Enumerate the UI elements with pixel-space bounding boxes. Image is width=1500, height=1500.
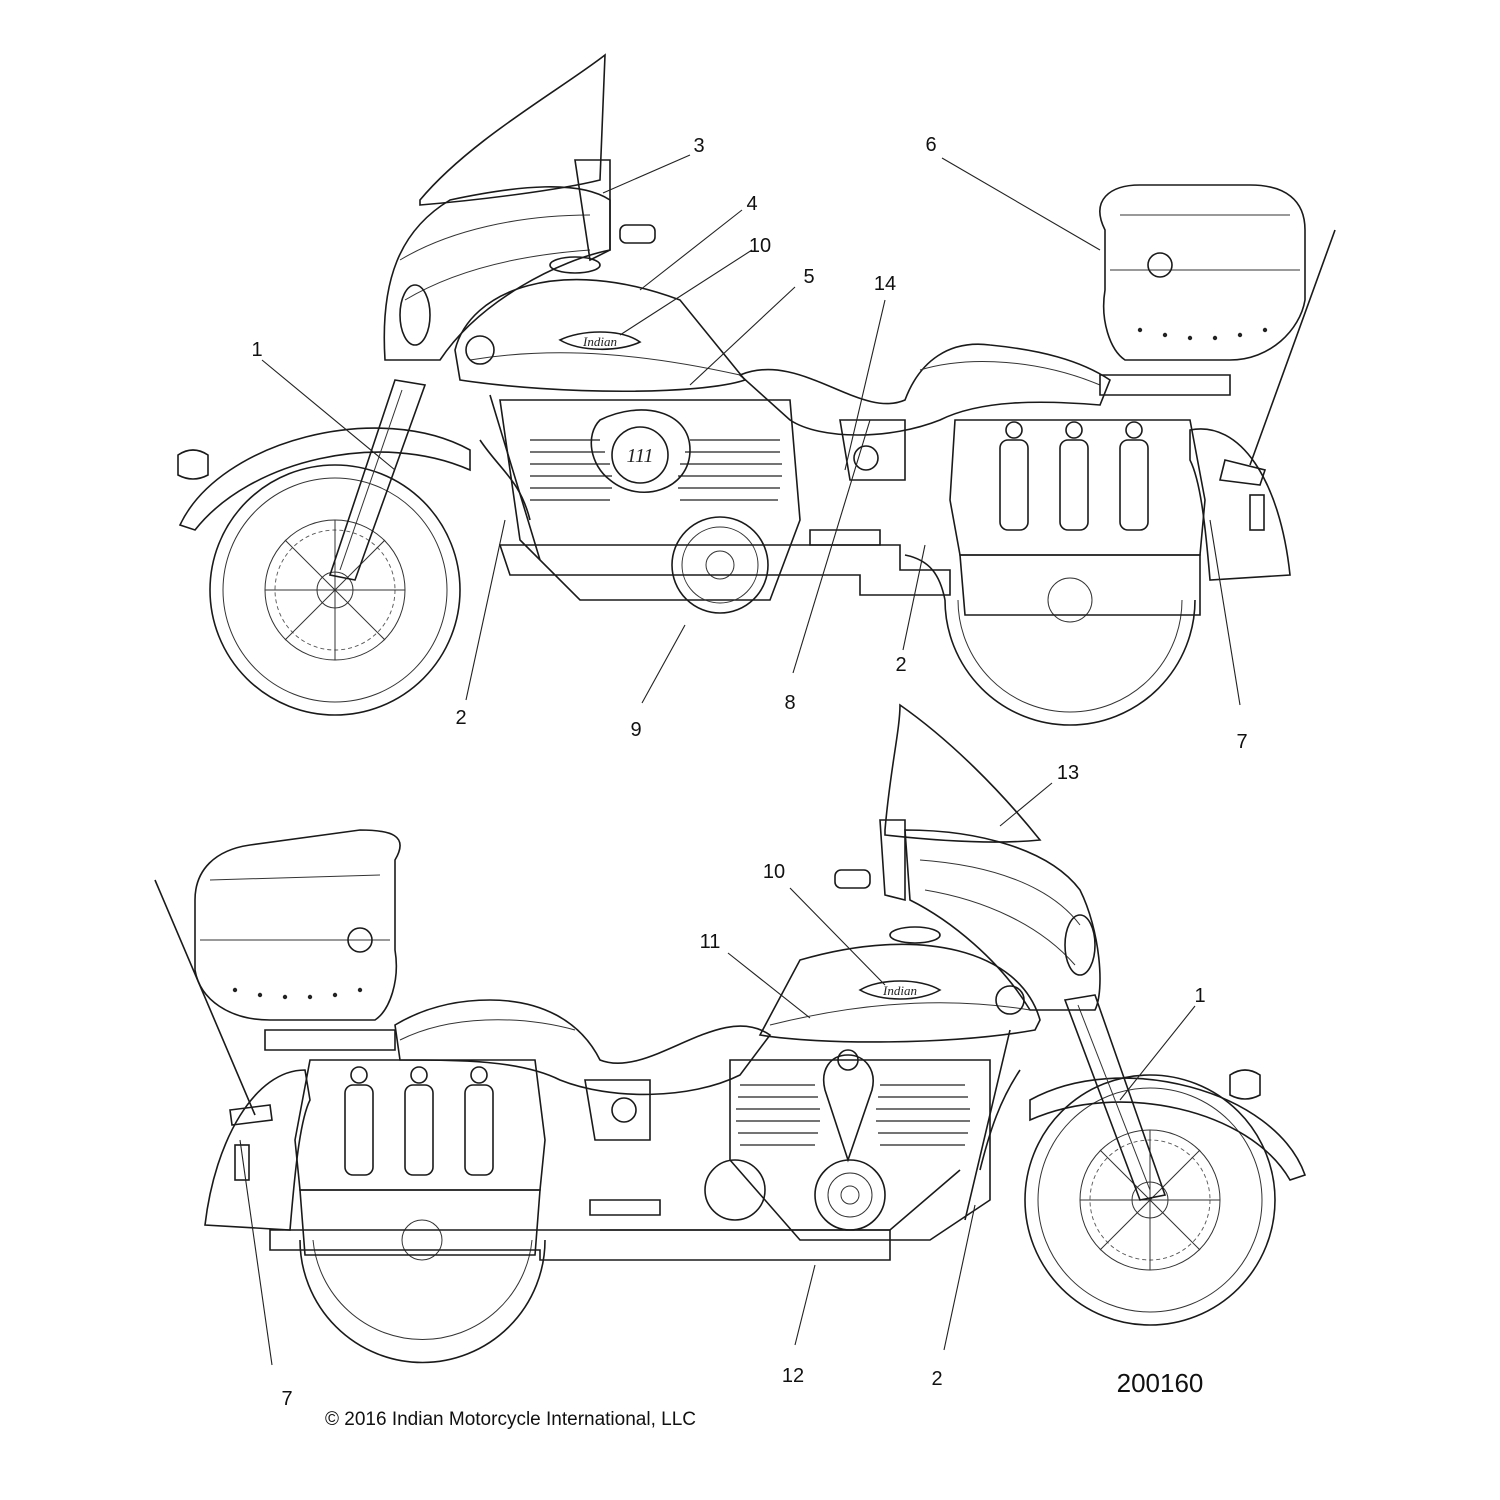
callout-bottom-10: 10 bbox=[763, 861, 785, 883]
bottom-fuel-tank bbox=[758, 943, 1041, 1043]
bottom-tank-logo-text: Indian bbox=[882, 983, 917, 998]
callout-bottom-11: 11 bbox=[700, 931, 721, 953]
callout-top-6: 6 bbox=[925, 134, 936, 156]
bottom-saddlebag bbox=[294, 1059, 546, 1256]
callout-bottom-1: 1 bbox=[1194, 985, 1205, 1007]
callout-top-14: 14 bbox=[874, 273, 896, 295]
top-motorcycle: Indian 111 bbox=[177, 53, 1336, 726]
copyright-text: © 2016 Indian Motorcycle International, … bbox=[325, 1409, 696, 1430]
callout-bottom-12: 12 bbox=[782, 1365, 804, 1387]
callout-top-2a: 2 bbox=[455, 707, 466, 729]
top-rear-fender bbox=[1189, 428, 1291, 581]
bottom-seat bbox=[394, 999, 772, 1096]
callout-top-1: 1 bbox=[251, 339, 262, 361]
top-front-fork bbox=[328, 379, 427, 581]
callout-top-10: 10 bbox=[749, 235, 771, 257]
top-rear-wheel bbox=[944, 577, 1196, 726]
top-exhaust bbox=[498, 544, 951, 596]
bottom-motorcycle: Indian bbox=[154, 703, 1307, 1364]
callout-top-3: 3 bbox=[693, 135, 704, 157]
callout-top-2b: 2 bbox=[895, 654, 906, 676]
top-tank-logo: Indian bbox=[558, 331, 642, 351]
top-front-wheel bbox=[209, 464, 461, 716]
bottom-trunk bbox=[194, 829, 401, 1021]
top-fairing bbox=[383, 186, 611, 361]
callout-top-4: 4 bbox=[746, 193, 757, 215]
top-seat bbox=[738, 343, 1111, 436]
top-saddlebag bbox=[949, 419, 1206, 616]
bottom-tank-logo: Indian bbox=[858, 980, 942, 1000]
bottom-front-wheel bbox=[1024, 1074, 1276, 1326]
bottom-engine bbox=[729, 1049, 991, 1241]
callout-bottom-13: 13 bbox=[1057, 762, 1079, 784]
callout-bottom-7: 7 bbox=[281, 1388, 292, 1410]
bottom-fairing bbox=[904, 829, 1101, 1011]
callout-labels: 1 2 2 3 4 5 6 7 8 9 10 14 1 2 7 10 11 12… bbox=[251, 134, 1247, 1410]
bottom-windshield bbox=[884, 703, 1042, 843]
callout-top-9: 9 bbox=[630, 719, 641, 741]
top-windshield bbox=[419, 53, 606, 206]
bottom-rear-fender bbox=[204, 1069, 311, 1231]
bottom-front-fender bbox=[1029, 1077, 1307, 1181]
figure-number: 200160 bbox=[1117, 1368, 1204, 1398]
callout-top-8: 8 bbox=[784, 692, 795, 714]
callout-top-5: 5 bbox=[803, 266, 814, 288]
top-trunk bbox=[1099, 184, 1306, 361]
bottom-rear-wheel bbox=[299, 1219, 546, 1364]
top-engine: 111 bbox=[499, 399, 801, 614]
callout-bottom-2: 2 bbox=[931, 1368, 942, 1390]
leader-lines bbox=[239, 154, 1241, 1366]
top-engine-badge-text: 111 bbox=[626, 445, 653, 467]
top-front-fender bbox=[178, 427, 471, 531]
top-tank-logo-text: Indian bbox=[582, 334, 617, 349]
bottom-front-fork bbox=[1063, 994, 1167, 1201]
callout-top-7: 7 bbox=[1236, 731, 1247, 753]
